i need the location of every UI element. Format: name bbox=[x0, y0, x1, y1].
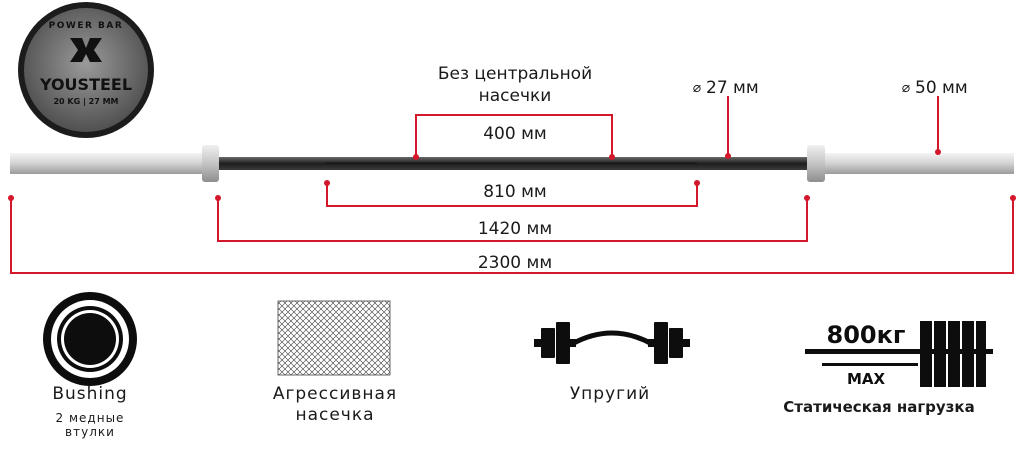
diameter-icon: ⌀ bbox=[693, 80, 702, 96]
logo-spec: 20 KG | 27 MM bbox=[53, 97, 118, 106]
logo-mark-icon bbox=[70, 38, 102, 62]
right-sleeve bbox=[825, 153, 1014, 174]
knurl-caption: Агрессивная насечка bbox=[250, 385, 420, 425]
sleeve-diameter-label: 50 мм bbox=[915, 78, 968, 98]
barbell bbox=[10, 145, 1014, 182]
logo-top-text: POWER BAR bbox=[49, 21, 124, 31]
load-caption-text: Статическая нагрузка bbox=[783, 398, 975, 416]
left-sleeve bbox=[10, 153, 202, 174]
shaft-length-label: 1420 мм bbox=[478, 219, 552, 239]
elastic-barbell-icon bbox=[534, 322, 690, 364]
knurling-icon bbox=[277, 300, 391, 376]
bushing-sub-line1: 2 медные bbox=[55, 411, 125, 425]
bushing-caption: Bushing 2 медные втулки bbox=[20, 384, 160, 440]
left-collar bbox=[202, 145, 219, 182]
right-collar bbox=[807, 145, 825, 182]
total-length-label: 2300 мм bbox=[478, 253, 552, 273]
knurl-span-label: 810 мм bbox=[483, 182, 547, 202]
knurl-line2: насечка bbox=[295, 405, 375, 425]
dimension-dots bbox=[8, 149, 1016, 201]
knurl-line1: Агрессивная bbox=[272, 384, 398, 404]
no-center-knurl-line2: насечки bbox=[479, 86, 552, 106]
logo-brand: YOUSTEEL bbox=[39, 75, 132, 94]
diameter-icon: ⌀ bbox=[902, 80, 911, 96]
elastic-label: Упругий bbox=[569, 384, 651, 404]
load-caption: Статическая нагрузка bbox=[752, 398, 1006, 416]
load-max: MAX bbox=[847, 370, 886, 388]
dimension-lines bbox=[10, 96, 1014, 274]
no-center-knurl-line1: Без центральной bbox=[438, 64, 592, 84]
weight-plates-icon bbox=[805, 321, 993, 387]
elastic-caption: Упругий bbox=[540, 385, 680, 404]
brand-logo: POWER BAR YOUSTEEL 20 KG | 27 MM bbox=[18, 2, 154, 138]
bushing-icon bbox=[43, 292, 137, 386]
bushing-sub-line2: втулки bbox=[65, 425, 115, 439]
load-value: 800кг bbox=[827, 321, 906, 349]
shaft-diameter-label: 27 мм bbox=[706, 78, 759, 98]
center-gap-label: 400 мм bbox=[483, 124, 547, 144]
bushing-title: Bushing bbox=[52, 384, 128, 404]
